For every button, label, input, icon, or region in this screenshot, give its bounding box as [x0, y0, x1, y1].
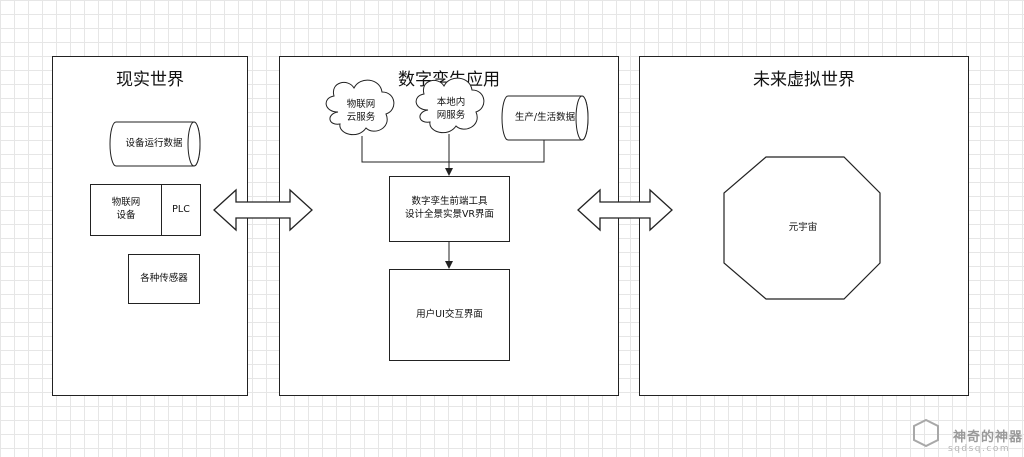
device-data-label: 设备运行数据 — [125, 137, 183, 149]
watermark-logo-icon — [913, 418, 939, 448]
watermark-url: sqdsq.com — [948, 444, 1011, 454]
watermark-text: 神奇的神器 — [953, 430, 1024, 445]
iot-cloud-label: 物联网 云服务 — [346, 99, 376, 123]
plc-node: PLC — [161, 184, 201, 236]
iot-device-node: 物联网 设备 — [90, 184, 162, 236]
real-world-title: 现实世界 — [116, 70, 184, 90]
sensors-node: 各种传感器 — [128, 254, 200, 304]
production-data-label: 生产/生活数据 — [514, 111, 576, 123]
virtual-world-title: 未来虚拟世界 — [753, 70, 855, 90]
connector-lines — [361, 134, 545, 163]
double-arrow-real-twin — [213, 188, 313, 232]
double-arrow-twin-virtual — [577, 188, 673, 232]
production-data-cylinder — [501, 95, 589, 141]
metaverse-label: 元宇宙 — [788, 221, 818, 233]
local-intranet-label: 本地内 网服务 — [436, 97, 466, 121]
device-data-cylinder — [109, 121, 201, 167]
local-cloud-shape — [415, 77, 485, 134]
metaverse-octagon — [723, 156, 881, 300]
iot-cloud-shape — [325, 79, 395, 136]
user-ui-node: 用户UI交互界面 — [389, 269, 510, 361]
frontend-tool-node: 数字孪生前端工具 设计全景实景VR界面 — [389, 176, 510, 242]
